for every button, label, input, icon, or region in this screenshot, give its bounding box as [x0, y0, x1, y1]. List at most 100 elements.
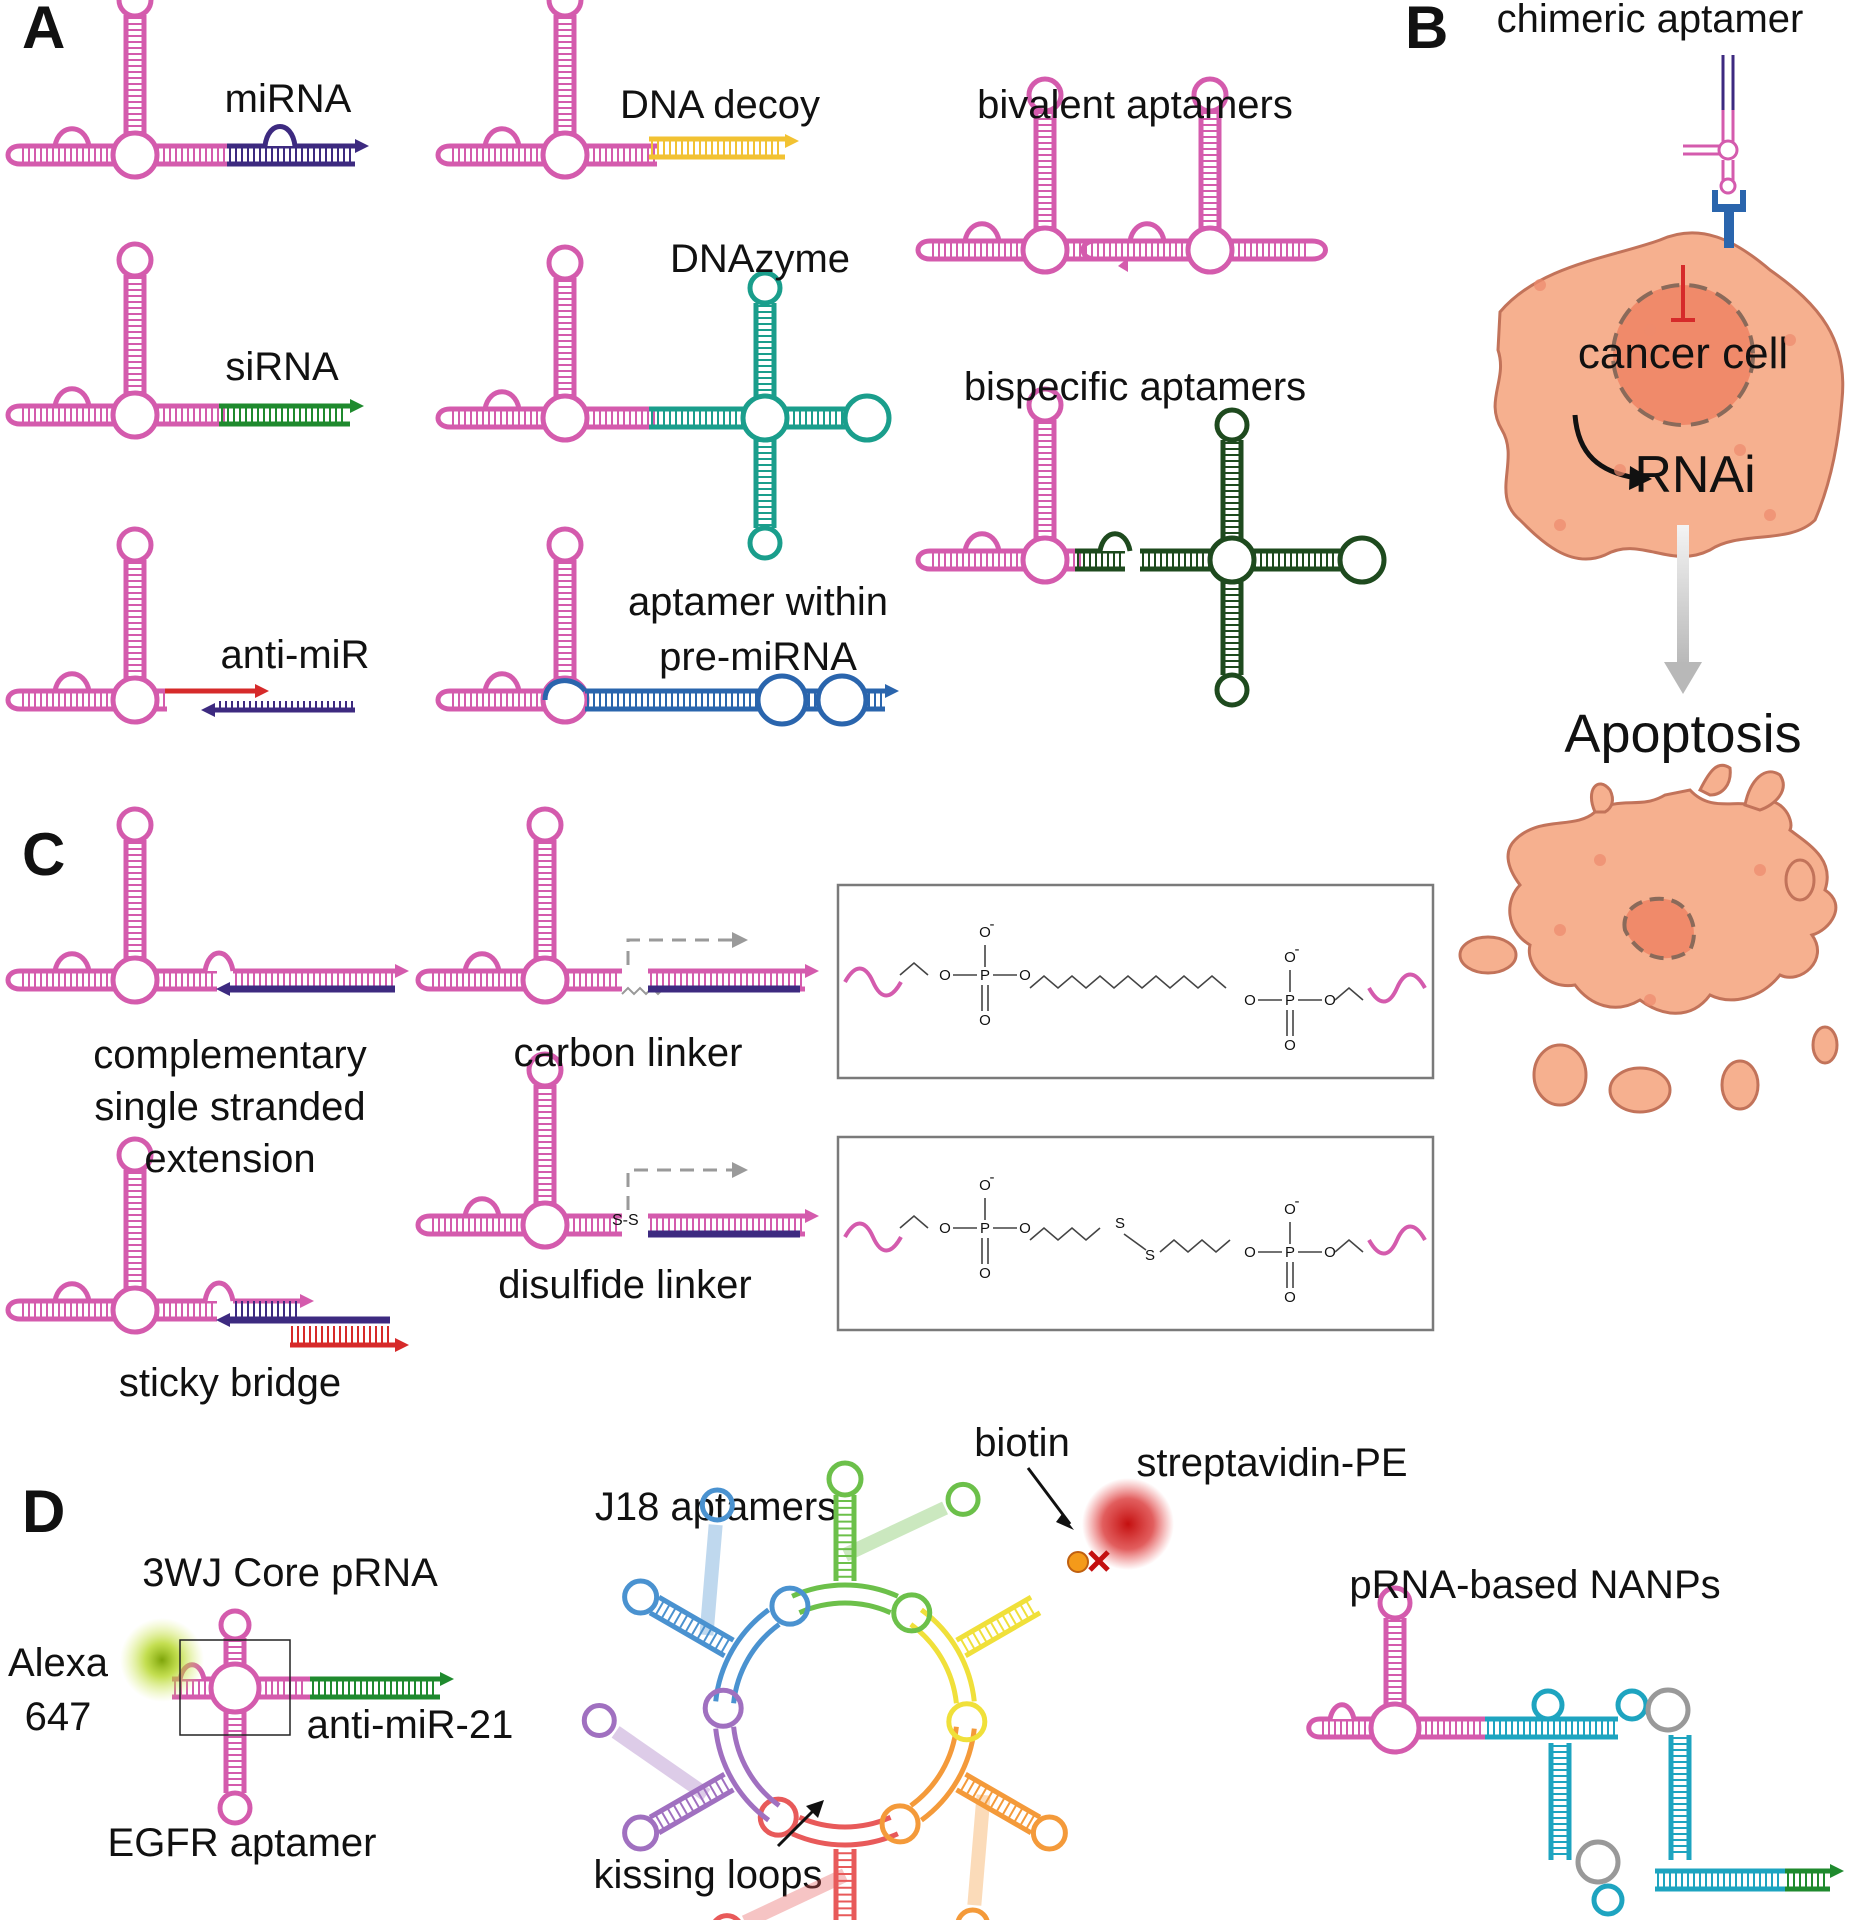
base-pair-rungs: [1223, 442, 1241, 534]
dnazyme-cross: [649, 270, 892, 561]
kissing-loop: [757, 1796, 799, 1838]
base-pair-rungs: [1657, 1871, 1779, 1889]
bispecific-partner: [1075, 407, 1387, 708]
junction-loop: [1207, 535, 1257, 585]
ring-segment: [791, 1831, 899, 1848]
bulge-loop: [202, 950, 236, 972]
charge-mark: -: [1295, 941, 1300, 958]
base-pair-rungs: [836, 1852, 854, 1917]
end-loop: [415, 968, 431, 992]
strand-arrowhead: [885, 684, 899, 698]
rna-wave: [843, 1221, 903, 1253]
aptamer-arm: [648, 1772, 735, 1835]
bulge-loop: [52, 1281, 92, 1302]
bleb: [1458, 935, 1518, 975]
base-pair-rungs: [235, 971, 393, 989]
strand: [585, 143, 657, 167]
hairpin-loop: [1377, 1585, 1413, 1621]
oxygen-anion: O: [979, 1177, 991, 1194]
junction-loop: [1368, 1701, 1422, 1755]
base-pair-rungs: [157, 691, 165, 709]
spacer-zigzag: [1334, 986, 1364, 1001]
hairpin-loop: [826, 1460, 864, 1498]
label-chimeric-aptamer: chimeric aptamer: [1497, 0, 1804, 41]
junction-loop: [110, 1285, 160, 1335]
bulge-loop: [482, 389, 522, 410]
aptamer-anti-mir-chimera: [5, 526, 167, 725]
charge-mark: -: [990, 1169, 995, 1186]
label-single-stranded: single stranded: [94, 1085, 365, 1129]
aptamer-sirna-chimera: [5, 241, 227, 440]
3wj-core-box: [179, 1639, 291, 1736]
disulfide-linker-structure-box: [836, 1135, 1435, 1332]
aptamer-disulfide-linker: [415, 1051, 622, 1250]
strand: [1140, 548, 1212, 572]
aptamer-arm: [833, 1495, 857, 1581]
label-complementary: complementary: [93, 1033, 366, 1077]
base-pair-rungs: [226, 1640, 244, 1660]
vesicle: [1644, 324, 1656, 336]
oxygen-atom: O: [1019, 1220, 1031, 1237]
phosphorus-atom: P: [980, 967, 990, 984]
base-pair-rungs: [259, 1679, 303, 1697]
vesicle: [1734, 444, 1746, 456]
base-pair-rungs: [157, 406, 225, 424]
oxygen-atom: O: [939, 967, 951, 984]
junction-loop: [520, 955, 570, 1005]
label-mirna: miRNA: [225, 77, 352, 121]
base-pair-rungs: [22, 971, 108, 989]
aptamer-arm: [955, 1772, 1042, 1835]
oxygen-atom: O: [1324, 1244, 1336, 1261]
kissing-loops-arrowhead: [806, 1800, 824, 1818]
carbon-linker-construct: [621, 932, 819, 996]
bulge-loop: [1327, 1702, 1357, 1720]
end-loop: [5, 403, 21, 427]
aptamer-within-pre-mirna: [435, 526, 590, 725]
aptamer-arm: [648, 1595, 735, 1658]
base-pair-rungs: [1067, 241, 1135, 259]
vesicle: [1554, 519, 1566, 531]
vesicle: [1554, 924, 1566, 936]
base-pair-rungs: [1223, 582, 1241, 668]
charge-mark: -: [990, 916, 995, 933]
label-rnai: RNAi: [1634, 446, 1755, 504]
base-pair-rungs: [808, 691, 816, 709]
hairpin-loop: [955, 1907, 990, 1920]
panel-label-b: B: [1405, 0, 1448, 61]
bulge-loop: [1097, 531, 1133, 552]
label-bivalent-aptamers: bivalent aptamers: [977, 83, 1293, 127]
base-pair-rungs: [22, 146, 108, 164]
end-loop: [915, 238, 931, 262]
end-loop: [435, 688, 451, 712]
label-647: 647: [25, 1695, 92, 1739]
vesicle: [1594, 854, 1606, 866]
anti-mir-strands: [165, 684, 355, 717]
base-pair-rungs: [452, 146, 538, 164]
kissing-loop: [891, 1592, 933, 1634]
hairpin-loop: [546, 526, 584, 564]
base-pair-rungs: [432, 1216, 518, 1234]
strand: [155, 403, 227, 427]
strand-arrowhead: [1118, 258, 1128, 272]
pre-mirna-scaffold: [542, 673, 899, 727]
base-pair-rungs: [556, 17, 574, 133]
strand: [1721, 110, 1735, 142]
prna-based-nanp: [1306, 1585, 1844, 1917]
aptamer-side-arm: [699, 1524, 723, 1636]
base-pair-rungs: [556, 562, 574, 678]
strand: [1075, 548, 1125, 572]
oxygen-atom: O: [1244, 992, 1256, 1009]
bulge-loop: [462, 1196, 502, 1217]
base-pair-rungs: [226, 1712, 244, 1786]
strand: [1785, 1868, 1830, 1892]
base-pair-rungs: [1201, 112, 1219, 228]
hairpin-loop: [1214, 672, 1250, 708]
base-pair-rungs: [1787, 1871, 1825, 1889]
oxygen-atom: O: [979, 1012, 991, 1029]
vesicle: [1534, 279, 1546, 291]
strand-arrowhead: [350, 399, 364, 413]
base-pair-rungs: [654, 1599, 731, 1655]
strand: [123, 275, 147, 395]
label-sticky-bridge: sticky bridge: [119, 1361, 341, 1405]
